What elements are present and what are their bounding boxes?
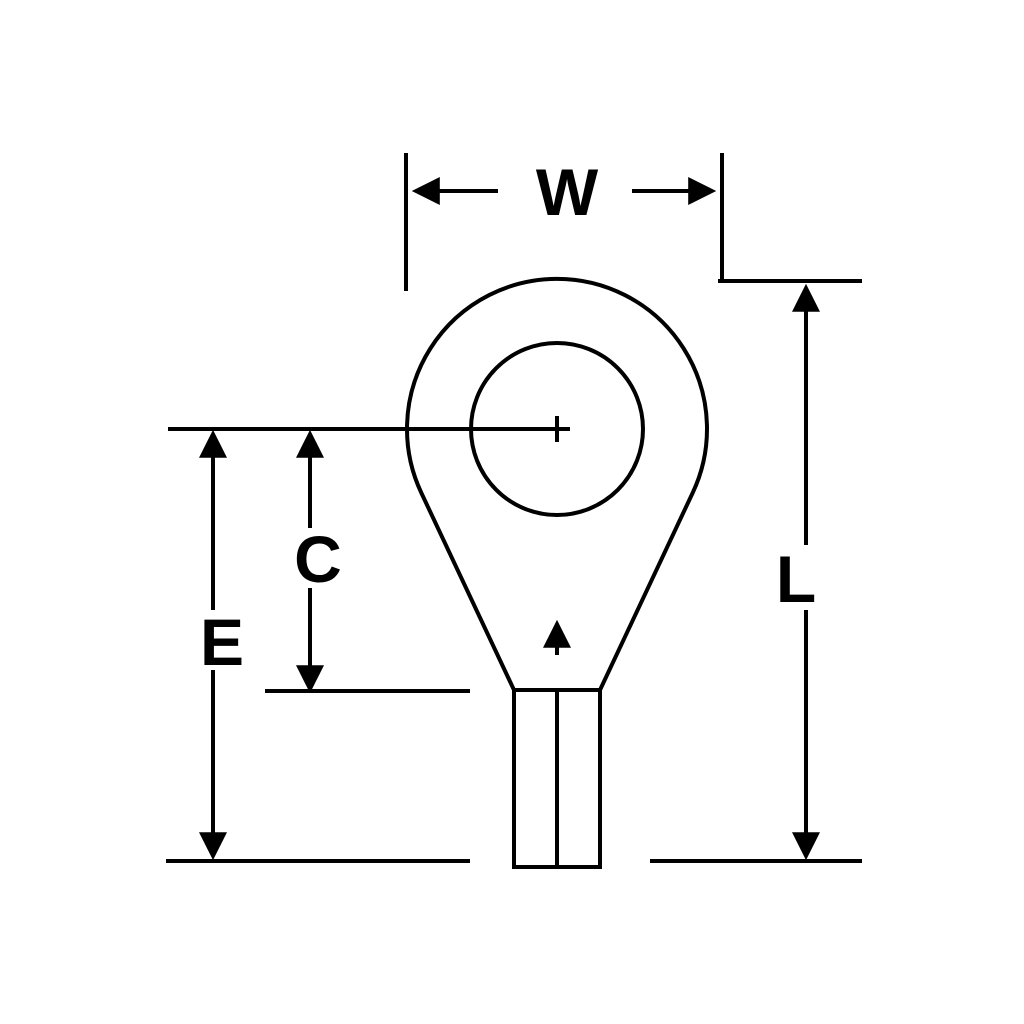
ring-terminal-outline bbox=[405, 276, 709, 869]
dim-label-w: W bbox=[536, 155, 599, 229]
dim-label-e: E bbox=[200, 605, 244, 679]
dim-label-c: C bbox=[294, 522, 342, 596]
dim-label-l: L bbox=[776, 542, 816, 616]
center-mark-icon bbox=[544, 416, 570, 442]
